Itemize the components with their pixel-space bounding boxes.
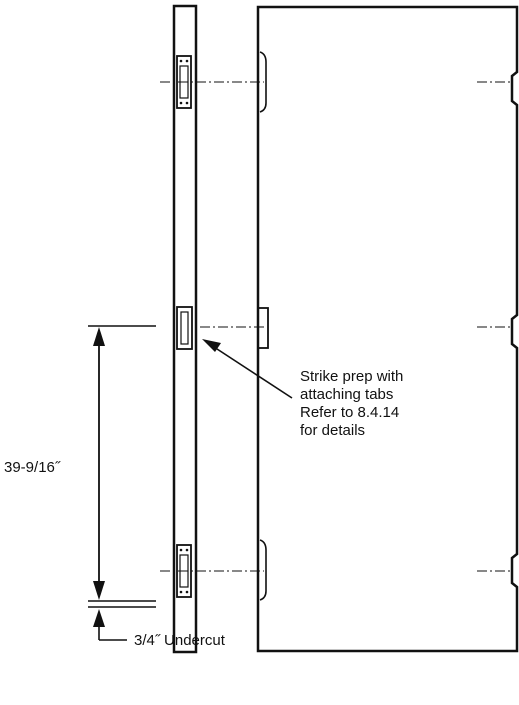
undercut-label: 3/4˝ Undercut	[134, 632, 226, 649]
strike-leader-arrow	[202, 339, 293, 399]
strike-prep	[176, 306, 193, 350]
height-dimension-lines	[88, 325, 156, 602]
center-lines	[160, 81, 513, 572]
strike-note-line-1: Strike prep with	[300, 368, 403, 385]
strike-note-line-2: attaching tabs	[300, 386, 393, 403]
door-leaf	[256, 5, 519, 653]
strike-note-line-3: Refer to 8.4.14	[300, 404, 399, 421]
strike-note-line-4: for details	[300, 422, 365, 439]
frame-jamb	[172, 4, 198, 654]
undercut-dimension-lines	[88, 606, 156, 641]
door-hinge-cutout-bottom	[259, 539, 267, 601]
door-hinge-cutout-top	[259, 51, 267, 113]
door-latch	[257, 307, 269, 349]
height-dimension-label: 39-9/16˝	[4, 459, 61, 476]
